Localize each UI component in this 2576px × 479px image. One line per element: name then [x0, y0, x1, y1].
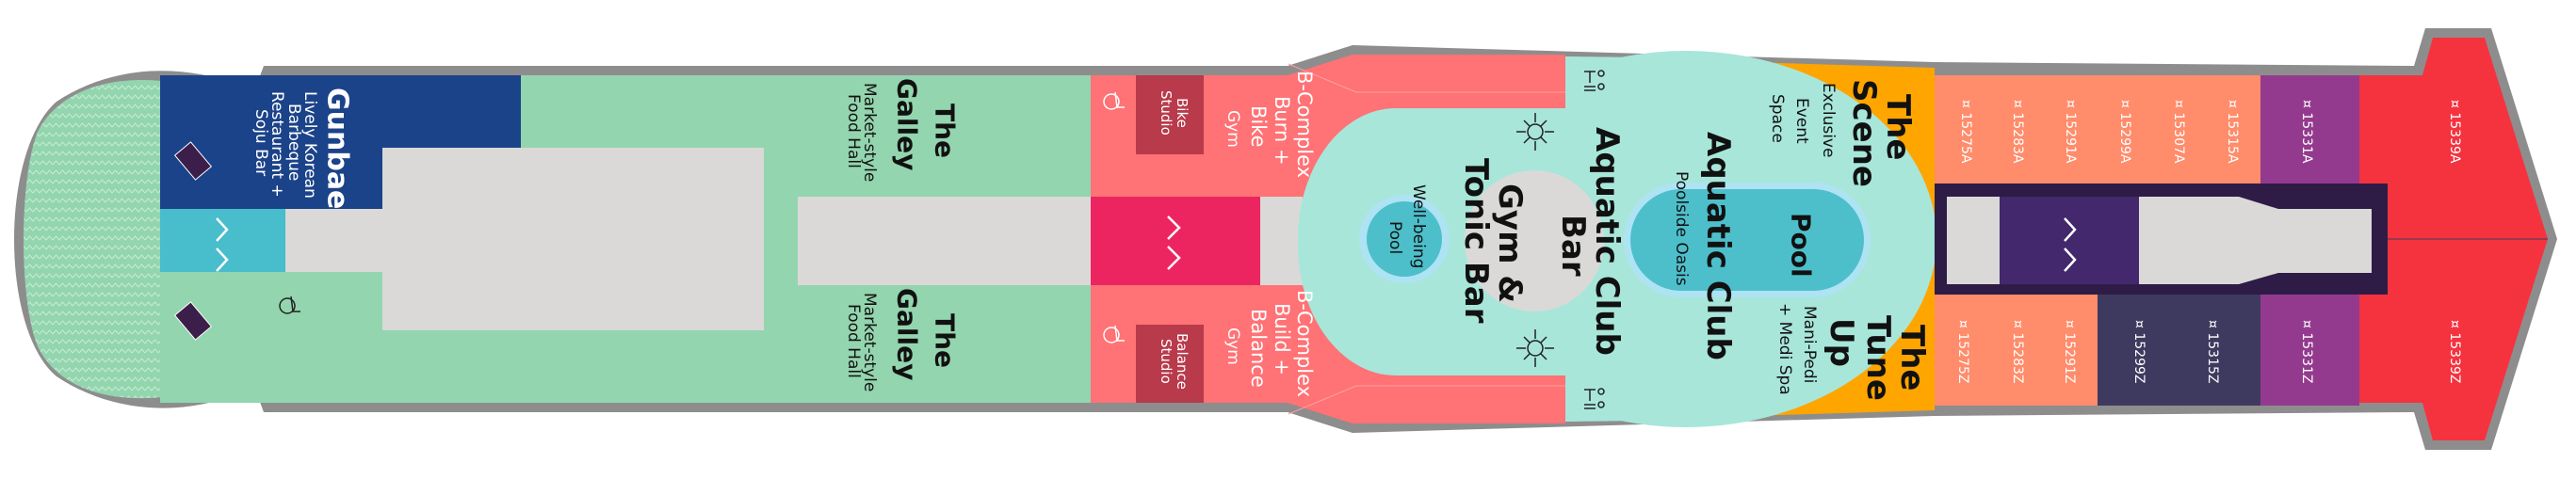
stairs-icon: [173, 301, 213, 341]
gym-icon: [1103, 325, 1125, 343]
sun-lounger-icon: [1516, 113, 1554, 151]
pool[interactable]: [1630, 189, 1864, 291]
cabin-starboard-15339Z[interactable]: ¤ 15339Z: [2447, 320, 2462, 383]
the-scene-title: The: [1879, 94, 1917, 160]
elevator-icon: [2064, 217, 2077, 272]
restroom-icon: [1584, 70, 1605, 91]
restroom-icon: [1584, 388, 1605, 409]
cabin-port-15299A[interactable]: ¤ 15299A: [2117, 100, 2132, 164]
galley-port-title: The: [930, 104, 961, 158]
wellbeing-pool[interactable]: [1367, 201, 1442, 277]
elevator-icon: [216, 217, 229, 272]
tune-up-title: Tune: [1859, 315, 1897, 401]
bcomplex-burn-line: Burn +: [1271, 96, 1293, 166]
gym-tonic-bar[interactable]: [1465, 170, 1604, 311]
galley-stbd-desc: Market-style: [860, 293, 879, 391]
cabin-starboard-15291Z[interactable]: ¤ 15291Z: [2062, 320, 2077, 383]
cabin-port-15315A[interactable]: ¤ 15315A: [2225, 100, 2240, 164]
wellbeing-pool-label: Pool: [1385, 221, 1404, 254]
bike-studio[interactable]: [1136, 75, 1204, 154]
cabin-block-stbd-suite: [2260, 295, 2359, 406]
bcomplex-build-line: Gym: [1223, 327, 1242, 365]
tune-up-desc: Mani-Pedi: [1800, 306, 1819, 383]
elevator-mid[interactable]: [1091, 197, 1260, 285]
cabin-block-port-suite: [2260, 75, 2359, 184]
gym-tonic-bar-label: Tonic Bar: [1457, 158, 1495, 324]
sun-lounger-icon: [1516, 329, 1554, 367]
gym-tonic-bar-label: Gym &: [1491, 184, 1529, 303]
cabin-port-15307A[interactable]: ¤ 15307A: [2171, 100, 2186, 164]
galley-port-desc: Market-style: [860, 83, 879, 182]
bcomplex-build-title: B-Complex: [1293, 290, 1316, 397]
elevator-bow[interactable]: [160, 209, 285, 272]
bcomplex-build-line: Build +: [1271, 303, 1293, 375]
tune-up-desc: + Medi Spa: [1775, 303, 1794, 395]
elevator-aft[interactable]: [2000, 197, 2139, 284]
corridor-aft-2: [2139, 197, 2372, 284]
accessible-icon: [279, 295, 300, 314]
aquatic-club-title: Aquatic Club: [1699, 132, 1737, 360]
pool-label: Pool: [1786, 213, 1817, 278]
bcomplex-burn-line: Bike: [1247, 105, 1270, 148]
galley-stbd-desc: Food Hall: [844, 304, 863, 378]
aquatic-club-desc: Poolside Oasis: [1672, 171, 1691, 286]
tune-up-title: The: [1893, 325, 1931, 391]
cabin-port-15283A[interactable]: ¤ 15283A: [2010, 100, 2025, 164]
gunbae-desc-line: Lively Korean: [300, 91, 319, 199]
gunbae-desc-line: Barbeque: [284, 104, 303, 181]
bow-deck: [24, 79, 162, 399]
cabin-port-15331A[interactable]: ¤ 15331A: [2299, 100, 2314, 164]
cabin-block-stbd-navy: [2098, 295, 2260, 406]
gunbae-desc-line: Restaurant +: [267, 91, 286, 198]
divider: [1288, 63, 1565, 93]
bcomplex-burn-title: B-Complex: [1293, 71, 1316, 178]
cabin-starboard-15331Z[interactable]: ¤ 15331Z: [2299, 320, 2314, 383]
cabin-block-port: [1935, 75, 2260, 184]
bcomplex-build-line: Balance: [1247, 309, 1270, 388]
cabin-starboard-15275Z[interactable]: ¤ 15275Z: [1955, 320, 1970, 383]
galley-port-title: Galley: [892, 78, 923, 170]
bike-studio-label: Bike: [1174, 98, 1191, 128]
gunbae-restaurant[interactable]: [160, 75, 521, 209]
aquatic-club-bar-label: Bar: [1554, 215, 1592, 277]
divider: [1288, 385, 1565, 415]
galley-port-desc: Food Hall: [844, 94, 863, 168]
gym-icon: [1103, 91, 1125, 110]
bike-studio-label: Studio: [1158, 90, 1175, 136]
stairs-icon: [173, 141, 213, 181]
balance-studio[interactable]: [1136, 325, 1204, 403]
bcomplex-burn-line: Gym: [1223, 110, 1242, 148]
cabin-starboard-15283Z[interactable]: ¤ 15283Z: [2010, 320, 2025, 383]
gunbae-title: Gunbae: [321, 88, 354, 209]
galley-stbd-title: Galley: [892, 288, 923, 380]
cabin-starboard-15315Z[interactable]: ¤ 15315Z: [2205, 320, 2220, 383]
corridor-aft-1: [1947, 197, 2000, 284]
balance-studio-label: Studio: [1158, 339, 1175, 384]
cabin-port-15339A[interactable]: ¤ 15339A: [2447, 100, 2462, 164]
elevator-icon: [1167, 216, 1181, 270]
tune-up-title: Up: [1823, 318, 1860, 367]
cabin-block-stbd: [1935, 295, 2098, 406]
aquatic-club-bar-label: Aquatic Club: [1588, 127, 1626, 356]
wellbeing-pool-label: Well-being: [1409, 184, 1428, 268]
balance-studio-label: Balance: [1174, 333, 1191, 390]
corridor-mid: [798, 197, 1091, 285]
cabin-port-15291A[interactable]: ¤ 15291A: [2063, 100, 2078, 164]
galley-stbd-title: The: [930, 313, 961, 368]
corridor-bow: [285, 148, 764, 330]
gunbae-desc-line: Soju Bar: [251, 109, 270, 176]
the-scene-desc: Space: [1768, 94, 1787, 143]
the-scene-title: Scene: [1845, 79, 1883, 187]
the-scene-desc: Exclusive: [1819, 83, 1838, 157]
corridor-gym: [1260, 197, 1303, 285]
the-scene-desc: Event: [1792, 98, 1811, 144]
cabin-starboard-15299Z[interactable]: ¤ 15299Z: [2131, 320, 2147, 383]
cabin-port-15275A[interactable]: ¤ 15275A: [1958, 100, 1973, 164]
